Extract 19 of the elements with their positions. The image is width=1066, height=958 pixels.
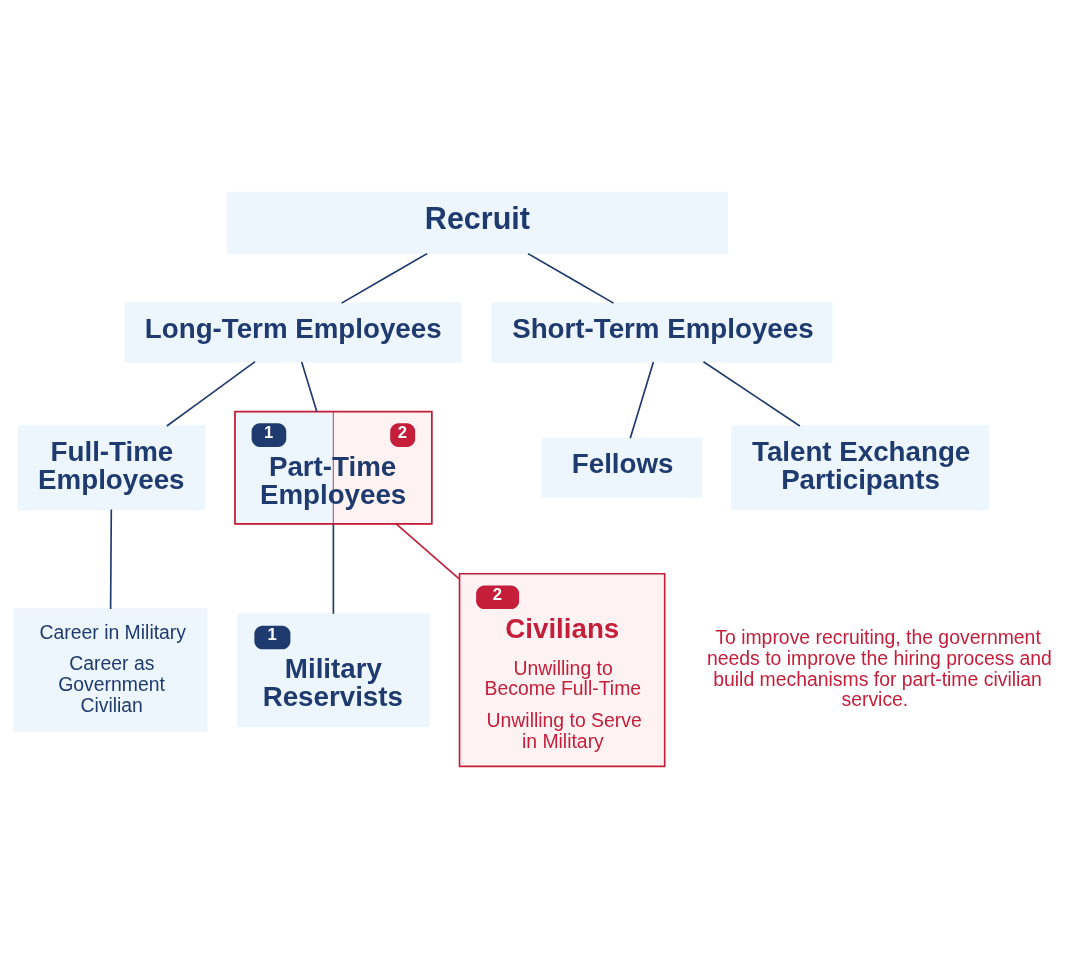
connector: [109, 508, 113, 610]
connector: [629, 360, 655, 439]
node-box: 2 Civilians Unwilling to Become Full-Time Unwilling to Serve in Military: [458, 572, 666, 767]
node-box: 1 Military Reservists: [236, 612, 430, 727]
node-box: Long-Term Employees: [124, 302, 462, 362]
connector: [527, 252, 615, 304]
connector: [166, 360, 256, 427]
connector: [702, 360, 801, 427]
connector: [300, 360, 318, 412]
node-box: Recruit: [227, 191, 728, 254]
node-box: Career in Military Career as Government Civilian: [13, 607, 208, 732]
connector: [332, 522, 335, 615]
node-box: Full-Time Employees: [17, 424, 206, 510]
node-box: Short-Term Employees: [491, 302, 833, 362]
connector: [395, 522, 461, 580]
node-box: Talent Exchange Participants: [731, 424, 990, 510]
node-box: Fellows: [541, 437, 703, 498]
connector: [340, 252, 428, 304]
label: To improve recruiting, the government needs to improve the hiring process and build mechanisms for part-time civilian service.: [706, 625, 1052, 710]
